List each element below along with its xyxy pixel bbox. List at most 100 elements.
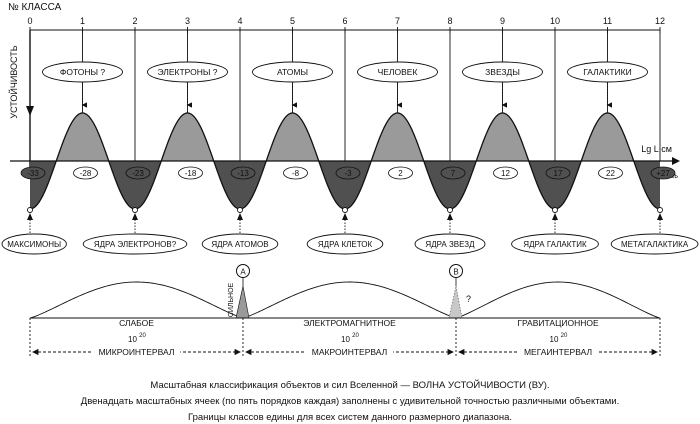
stability-axis-arrow-icon: [26, 106, 34, 116]
force-wave: [29, 281, 661, 319]
force-magnitude: 10: [341, 335, 350, 344]
bottom-object-label: ЯДРА ЭЛЕКТРОНОВ?: [94, 240, 177, 249]
interval-label-bg: [92, 345, 181, 359]
top-object-label: ФОТОНЫ ?: [60, 67, 106, 77]
top-object-label: ЧЕЛОВЕК: [378, 67, 418, 77]
bottom-object-arrow-icon: [342, 213, 348, 220]
interval-label: МИКРОИНТЕРВАЛ: [99, 347, 175, 357]
bottom-object-arrow-icon: [657, 213, 663, 220]
caption-line-3: Границы классов едины для всех систем да…: [188, 412, 512, 423]
class-number-10: 10: [550, 16, 560, 26]
bottom-object-oval: [1, 233, 67, 255]
marker-b-label: B: [453, 268, 458, 277]
axis-value: -18: [185, 169, 197, 178]
axis-value-oval: [73, 166, 98, 180]
force-name: ЭЛЕКТРОМАГНИТНОЕ: [303, 318, 396, 328]
axis-value: 2: [398, 169, 403, 178]
lg-l-axis-label: Lg L,см: [641, 144, 672, 154]
top-object-label: АТОМЫ: [277, 67, 308, 77]
top-object-label: ЭЛЕКТРОНЫ ?: [157, 67, 217, 77]
force-magnitude: 10: [128, 335, 137, 344]
bottom-object-label: ЯДРА ГАЛАКТИК: [523, 240, 587, 249]
axis-value-oval: [335, 166, 361, 180]
bottom-object-oval: [201, 233, 279, 255]
axis-value: -13: [237, 169, 249, 178]
axis-value-oval: [545, 166, 571, 180]
interval-arrows: МИКРОИНТЕРВАЛ МАКРОИНТЕРВАЛ МЕГАИНТЕРВАЛ: [29, 318, 661, 359]
top-object-oval: [357, 61, 438, 83]
bottom-object-oval: [82, 233, 188, 255]
trough-marker: [447, 207, 453, 213]
wave-trough-fill: [30, 161, 660, 209]
class-number-6: 6: [342, 16, 347, 26]
trough-marker: [552, 207, 558, 213]
bottom-object-arrow-icon: [447, 213, 453, 220]
class-number-1: 1: [80, 16, 85, 26]
class-number-7: 7: [395, 16, 400, 26]
bottom-object-arrow-icon: [552, 213, 558, 220]
bottom-object-oval: [306, 233, 384, 255]
caption-line-2: Двенадцать масштабных ячеек (по пять пор…: [81, 396, 619, 407]
interval-label-bg: [305, 345, 394, 359]
axis-value-oval: [598, 166, 623, 180]
interval-label: МЕГАИНТЕРВАЛ: [524, 347, 592, 357]
bottom-object-arrow-icon: [27, 213, 33, 220]
trough-marker: [342, 207, 348, 213]
axis-value-oval: [20, 166, 46, 180]
strong-force-label: СИЛЬНОЕ: [228, 282, 235, 317]
class-number-header: № КЛАССА: [8, 2, 62, 13]
interval-label: МАКРОИНТЕРВАЛ: [312, 347, 387, 357]
trough-marker: [27, 207, 33, 213]
marker-b-circle: [449, 264, 463, 278]
bottom-object-oval: [610, 233, 699, 255]
interval-label-bg: [517, 345, 599, 359]
class-number-9: 9: [500, 16, 505, 26]
force-magnitude: 10: [550, 335, 559, 344]
unknown-force-peak: [448, 285, 463, 319]
class-number-2: 2: [132, 16, 137, 26]
bottom-object-oval: [511, 233, 599, 255]
class-boundary-lines: [29, 27, 661, 161]
axis-value-oval: [650, 166, 676, 180]
axis-value: -33: [27, 169, 39, 178]
marker-a-circle: [236, 264, 250, 278]
force-exponent: 20: [561, 333, 568, 339]
force-name: СЛАБОЕ: [119, 318, 154, 328]
axis-value-oval: [440, 166, 466, 180]
top-object-oval: [252, 61, 333, 83]
axis-value-oval: [178, 166, 203, 180]
top-object-label: ЗВЕЗДЫ: [485, 67, 520, 77]
axis-value: -23: [132, 169, 144, 178]
axis-value: -8: [292, 169, 300, 178]
strong-force-peak: [235, 285, 250, 319]
top-object-oval: [462, 61, 543, 83]
force-name: ГРАВИТАЦИОННОЕ: [517, 318, 599, 328]
class-number-8: 8: [447, 16, 452, 26]
trough-marker: [657, 207, 663, 213]
force-wave-curve: [29, 281, 661, 319]
axis-value: +27: [656, 169, 670, 178]
bottom-object-arrow-icon: [237, 213, 243, 220]
bottom-object-arrow-icon: [132, 213, 138, 220]
top-object-oval: [567, 61, 648, 83]
axis-value: -28: [80, 169, 92, 178]
bottom-object-oval: [414, 233, 486, 255]
axis-value: 22: [606, 169, 615, 178]
class-number-3: 3: [185, 16, 190, 26]
top-object-oval: [147, 61, 228, 83]
axis-value-oval: [493, 166, 518, 180]
axis-value: 17: [554, 169, 563, 178]
bottom-object-label: МАКСИМОНЫ: [7, 240, 61, 249]
class-number-5: 5: [290, 16, 295, 26]
caption-line-1: Масштабная классификация объектов и сил …: [150, 379, 549, 391]
trough-marker: [237, 207, 243, 213]
unknown-force-question: ?: [466, 294, 471, 304]
force-exponent: 20: [139, 333, 146, 339]
class-number-0: 0: [27, 16, 32, 26]
axis-value: -3: [344, 169, 352, 178]
class-number-12: 12: [655, 16, 665, 26]
force-exponent: 20: [352, 333, 359, 339]
